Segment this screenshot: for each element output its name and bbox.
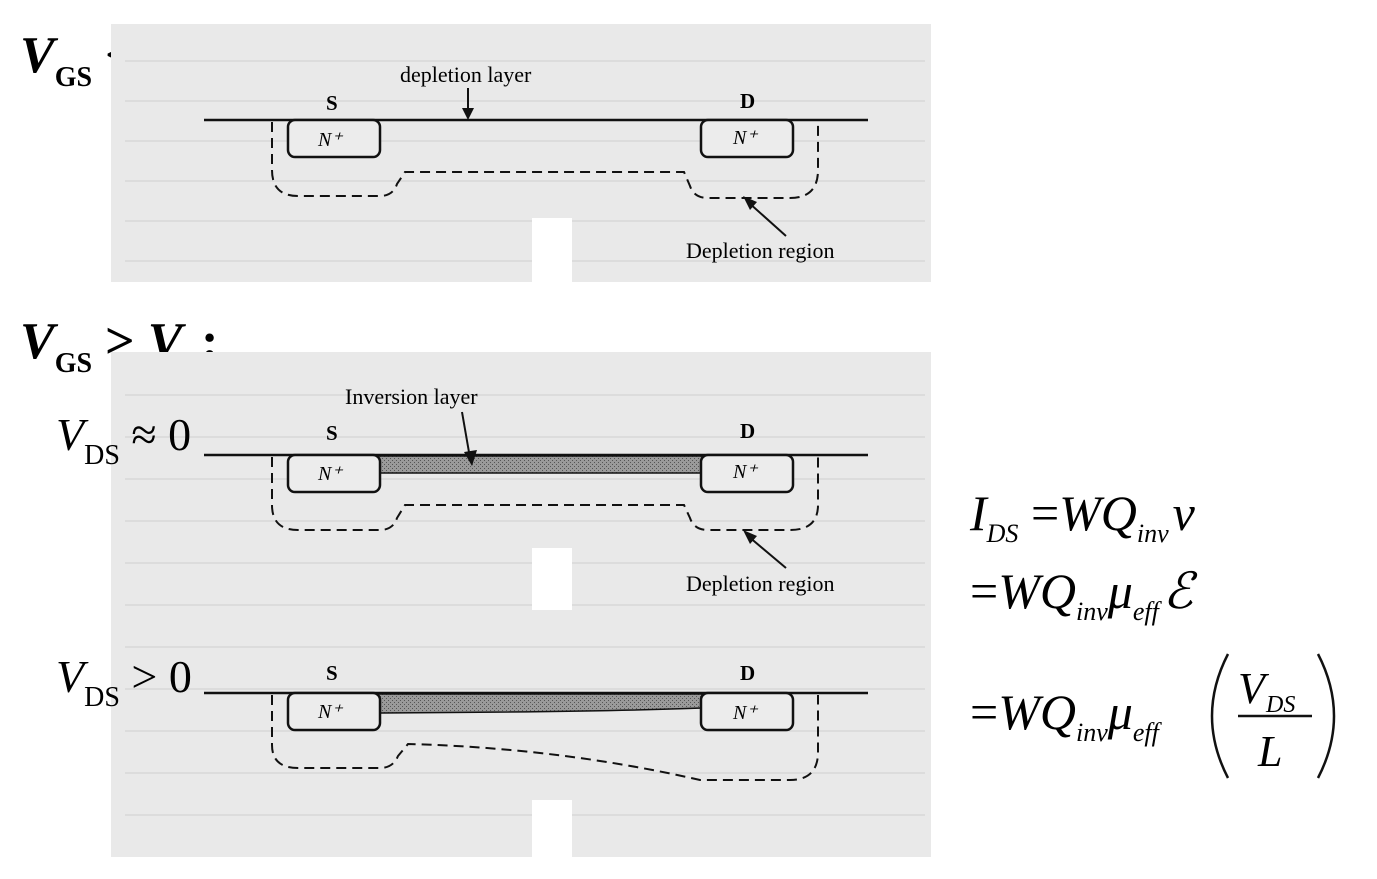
left-parenthesis [1210,653,1230,779]
label-depletion-layer: depletion layer [400,62,532,87]
equation-line-2: =WQinvμeffℰ [970,562,1194,626]
vds-sub: DS [84,682,120,713]
arrowhead-inversion-layer [464,450,477,466]
panel-notch [532,218,572,282]
label-source: S [326,91,338,115]
label-vds-greater-zero: VDS > 0 [56,650,192,713]
arrow-inversion-layer [461,411,471,459]
eq1-v: v [1172,485,1195,541]
diagram-panel-cutoff [111,24,931,282]
eq2-equals: = [970,563,999,619]
eq3-mu: μ [1107,684,1133,740]
vds-condition: > 0 [131,651,192,702]
eq3-eff: eff [1132,718,1159,747]
right-parenthesis [1316,653,1336,779]
scan-bleed-texture [111,352,931,857]
eq1-wq: WQ [1059,485,1137,541]
label-vds-approx-zero: VDS ≈ 0 [56,408,192,471]
arrowhead-depletion-region [743,196,757,210]
label-drain-n-plus: N⁺ [732,702,758,724]
panel-notch [532,800,572,857]
equation-line-1: IDS =WQinvv [970,484,1195,548]
arrowhead-depletion-region [743,530,757,544]
fraction-numerator-v: V [1238,664,1270,713]
source-n-plus-region [286,118,382,159]
depletion-boundary [271,695,819,781]
label-depletion-region: Depletion region [686,238,834,263]
eq2-wq: WQ [998,563,1076,619]
arrowhead-depletion-layer [462,108,474,120]
label-drain-n-plus: N⁺ [732,127,758,149]
eq1-equals: = [1030,485,1060,541]
arrow-depletion-region [747,535,787,569]
diagram-panel-inversion [111,352,931,857]
eq1-lhs-sub: DS [986,519,1019,548]
heading-v: V [20,313,55,370]
vds-v: V [56,651,85,702]
label-source-n-plus: N⁺ [317,463,343,485]
vds-sub: DS [84,440,120,471]
label-depletion-region: Depletion region [686,571,834,596]
heading-sub-gs: GS [54,348,93,379]
drain-n-plus-region [699,453,795,494]
label-drain: D [740,89,755,113]
tapered-inversion-channel [369,693,703,714]
panel-notch [532,548,572,610]
label-drain-n-plus: N⁺ [732,461,758,483]
source-n-plus-region [286,691,382,732]
eq2-eff: eff [1132,597,1159,626]
fraction-denominator: L [1257,727,1282,776]
eq3-wq: WQ [998,684,1076,740]
drain-n-plus-region [699,118,795,159]
label-drain: D [740,419,755,443]
vds-v: V [56,409,85,460]
eq1-inv: inv [1136,519,1169,548]
eq2-mu: μ [1107,563,1133,619]
source-n-plus-region [286,453,382,494]
eq2-inv: inv [1075,597,1108,626]
drain-n-plus-region [699,691,795,732]
heading-sub-gs: GS [54,62,93,93]
fraction-numerator-sub: DS [1265,692,1295,718]
arrow-depletion-region [747,201,787,237]
eq3-equals: = [970,684,999,740]
label-source-n-plus: N⁺ [317,701,343,723]
eq2-field: ℰ [1162,563,1194,619]
scan-bleed-texture [111,24,931,282]
label-source: S [326,421,338,445]
vds-condition: ≈ 0 [131,409,192,460]
heading-v: V [20,27,55,84]
label-source-n-plus: N⁺ [317,129,343,151]
eq3-inv: inv [1075,718,1108,747]
equation-line-3: =WQinvμeff [970,683,1159,747]
label-source: S [326,661,338,685]
label-inversion-layer: Inversion layer [345,384,478,409]
eq1-lhs: I [970,485,987,541]
label-drain: D [740,661,755,685]
